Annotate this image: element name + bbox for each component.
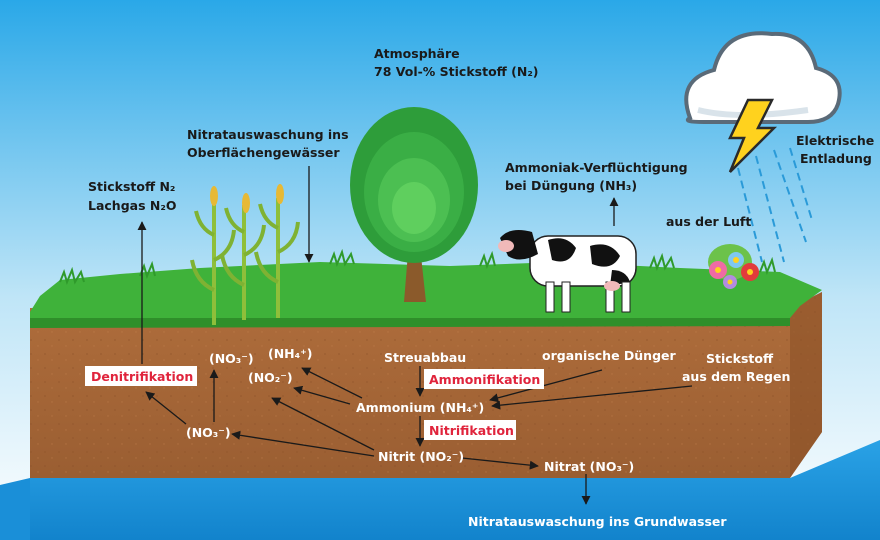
lightning-label-line2: Entladung	[800, 151, 872, 166]
ammonia-label-line2: bei Düngung (NH₃)	[505, 178, 637, 193]
nitrification-label: Nitrifikation	[429, 423, 514, 438]
no3-lower-label: (NO₃⁻)	[186, 425, 231, 440]
soil-side	[790, 292, 822, 478]
flow-arrows	[137, 166, 693, 505]
grass-edge	[30, 318, 790, 328]
arrow-ammonium-to-no2	[293, 385, 351, 405]
rain-nitrogen-label-line2: aus dem Regen	[682, 369, 790, 384]
lightning-bolt-icon	[728, 98, 778, 173]
flowers-illustration	[708, 244, 759, 289]
nh4-upper-label: (NH₄⁺)	[268, 346, 312, 361]
corn-plants-illustration	[190, 184, 300, 325]
arrow-ammonium-to-nh4	[301, 367, 363, 399]
litter-label: Streuabbau	[384, 350, 466, 365]
storm-cloud-illustration	[684, 31, 842, 124]
no2-upper-label: (NO₂⁻)	[248, 370, 293, 385]
cow-illustration	[498, 230, 637, 313]
nitrification-box	[424, 420, 516, 440]
groundwater-edge	[0, 478, 30, 540]
ammonium-label: Ammonium (NH₄⁺)	[356, 400, 484, 415]
ammonification-label: Ammonifikation	[429, 372, 540, 387]
rain-nitrogen-label-line1: Stickstoff	[706, 351, 774, 366]
ammonification-box	[424, 369, 544, 389]
rain-lines	[737, 147, 813, 263]
tree-illustration	[350, 107, 478, 302]
arrow-nitrite-to-no3	[231, 430, 375, 457]
nitrate-label: Nitrat (NO₃⁻)	[544, 459, 634, 474]
ammonia-label-line1: Ammoniak-Verflüchtigung	[505, 160, 688, 175]
gas-label-line1: Stickstoff N₂	[88, 179, 175, 194]
arrow-fertilizer-to-ammonium	[489, 369, 603, 403]
groundwater-layer	[30, 440, 880, 540]
denitrification-label: Denitrifikation	[91, 369, 193, 384]
organic-fertilizer-label: organische Dünger	[542, 348, 676, 363]
grass-blades	[59, 248, 776, 285]
groundwater-leaching-label: Nitratauswaschung ins Grundwasser	[468, 514, 727, 529]
surface-leaching-label-line2: Oberflächengewässer	[187, 145, 340, 160]
arrow-nitrite-to-nitrate	[461, 457, 539, 470]
nitrite-label: Nitrit (NO₂⁻)	[378, 449, 464, 464]
from-air-label: aus der Luft	[666, 214, 751, 229]
arrow-rain-to-ammonium	[491, 385, 693, 410]
lightning-label-line1: Elektrische	[796, 133, 874, 148]
arrow-no3-to-denitrification	[145, 391, 187, 425]
arrow-nitrite-to-no2	[271, 397, 375, 451]
atmosphere-label-line2: 78 Vol-% Stickstoff (N₂)	[374, 64, 539, 79]
surface-leaching-label-line1: Nitratauswaschung ins	[187, 127, 349, 142]
gas-label-line2: Lachgas N₂O	[88, 198, 176, 213]
denitrification-box	[85, 366, 197, 386]
atmosphere-label-line1: Atmosphäre	[374, 46, 460, 61]
no3-upper-label: (NO₃⁻)	[209, 351, 254, 366]
